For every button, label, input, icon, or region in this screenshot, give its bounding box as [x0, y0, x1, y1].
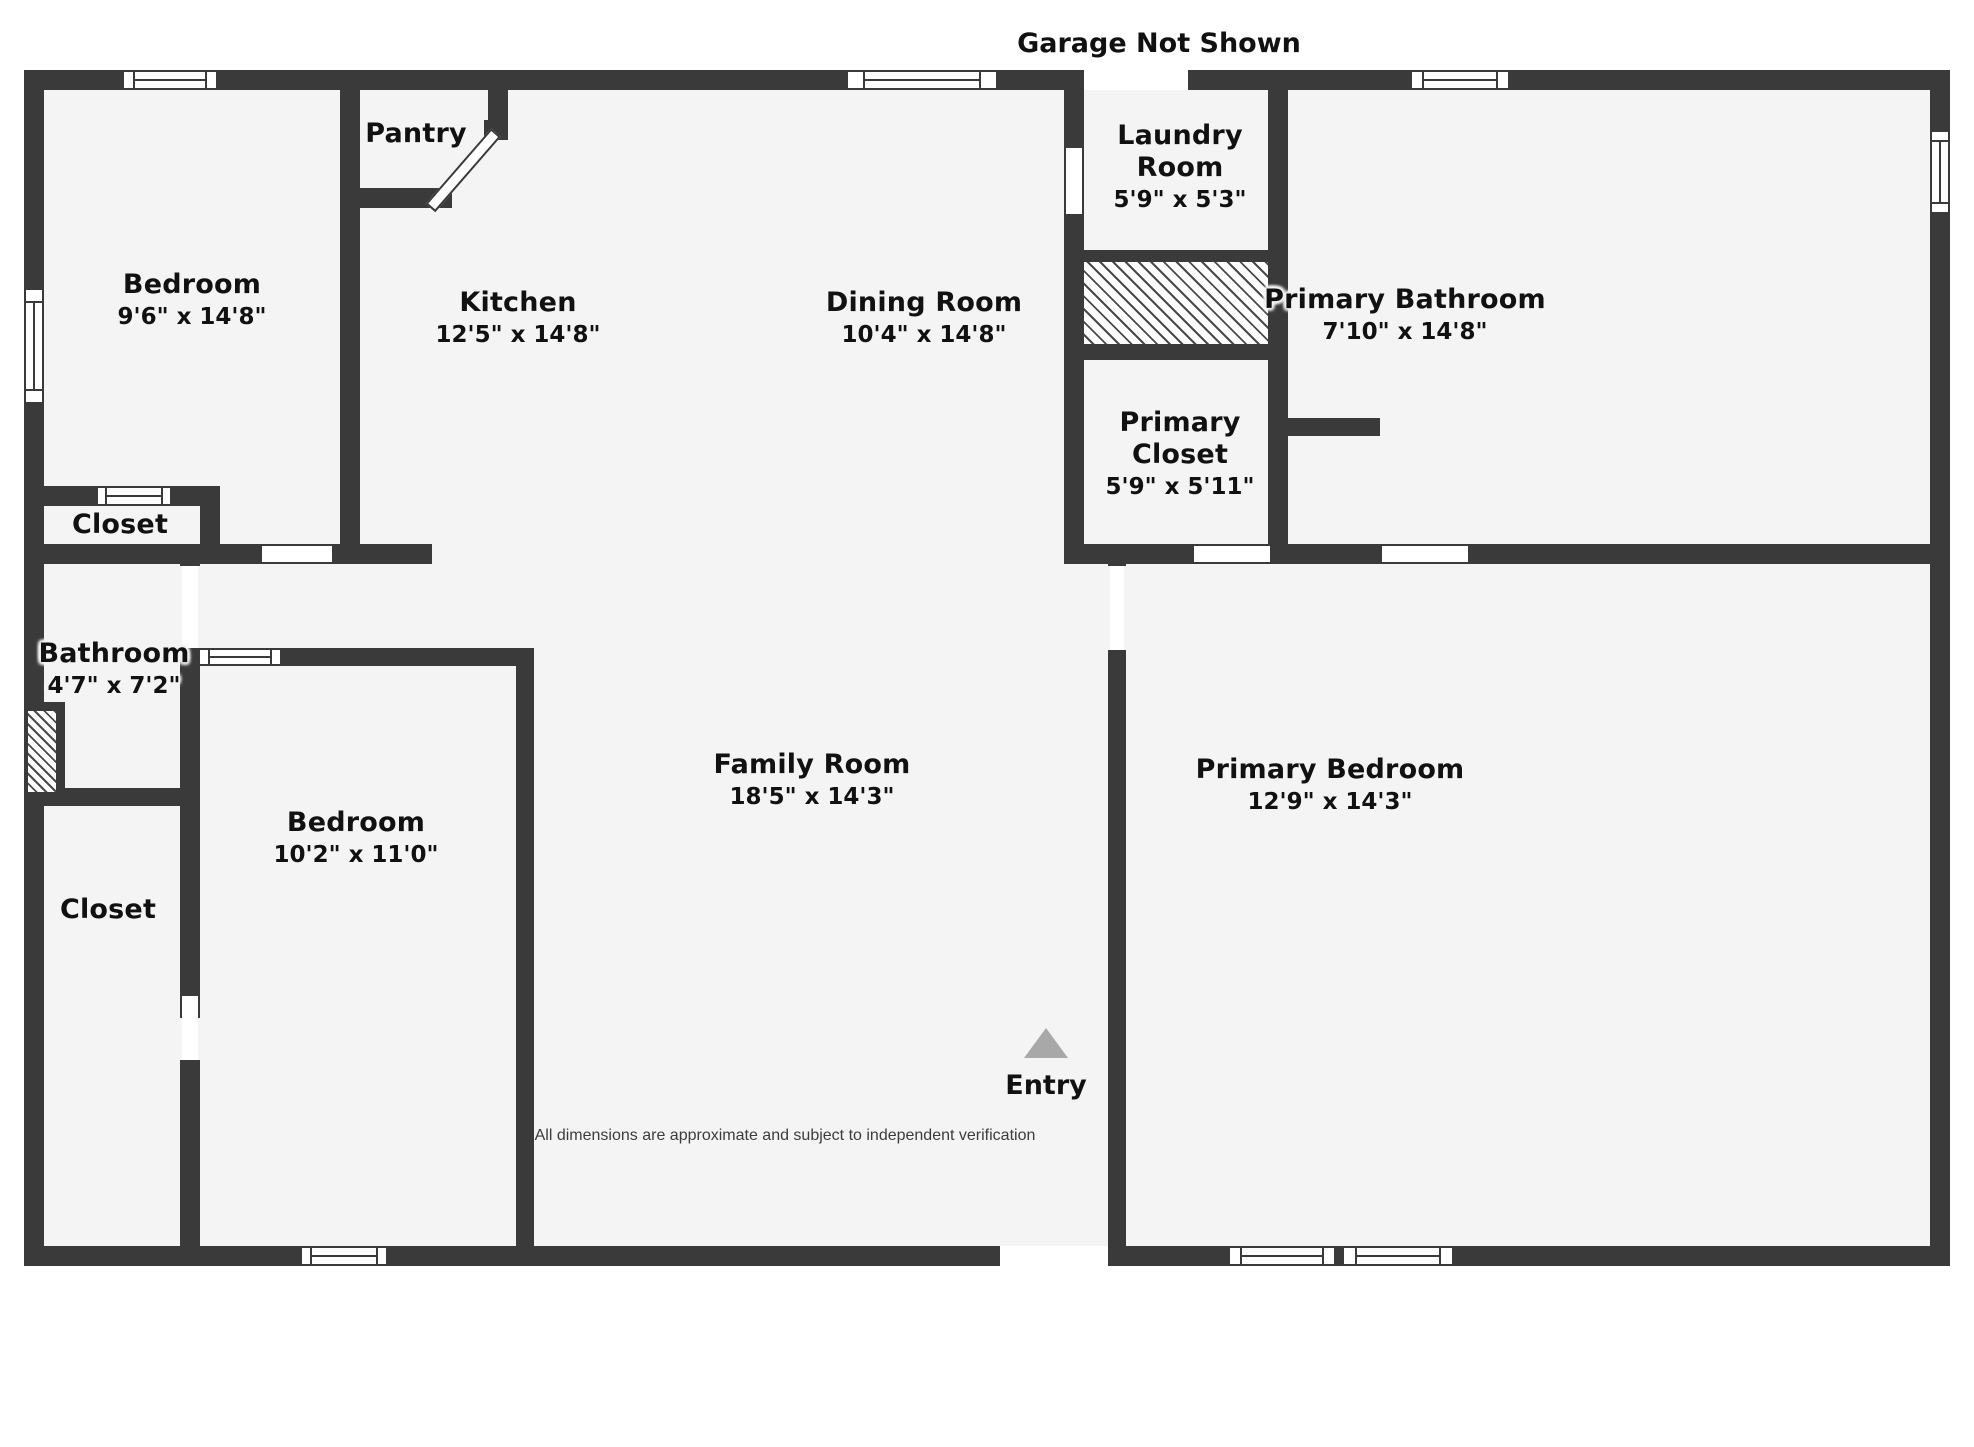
room-dimensions: 12'9" x 14'3"	[1247, 788, 1413, 815]
doorway-bedroom2[interactable]	[200, 650, 280, 664]
room-name: Bedroom	[122, 269, 262, 301]
window-bedroom2-bottom	[300, 1246, 388, 1266]
interior-wall-below-hatch	[1064, 344, 1288, 360]
garage-note: Garage Not Shown	[1017, 28, 1301, 59]
room-label-dining-room: Dining Room 10'4" x 14'8"	[826, 287, 1022, 349]
room-name: Closet	[59, 894, 157, 926]
doorway-bathroom[interactable]	[182, 566, 198, 650]
room-label-bedroom-2: Bedroom 10'2" x 11'0"	[274, 807, 439, 869]
interior-wall-bathroom-right-lower	[180, 648, 200, 796]
window-dining-top	[846, 70, 998, 90]
exterior-wall-right	[1930, 70, 1950, 1266]
window-primary-bed-bottom-right	[1342, 1246, 1454, 1266]
doorway-dining-to-laundry[interactable]	[1066, 148, 1082, 214]
entry-arrow-icon	[1024, 1028, 1068, 1058]
room-name: Bathroom	[38, 638, 190, 670]
window-primary-bath-top	[1410, 70, 1510, 90]
room-label-primary-closet: Primary Closet 5'9" x 5'11"	[1095, 407, 1265, 501]
room-label-primary-bedroom: Primary Bedroom 12'9" x 14'3"	[1196, 754, 1465, 816]
room-dimensions: 10'4" x 14'8"	[841, 321, 1007, 348]
room-name: Bedroom	[286, 807, 426, 839]
doorway-primary-bath-bottom[interactable]	[1382, 546, 1468, 562]
room-label-pantry: Pantry	[365, 118, 467, 150]
room-name: Pantry	[365, 118, 467, 150]
room-name: Dining Room	[825, 287, 1023, 319]
room-dimensions: 4'7" x 7'2"	[47, 672, 181, 699]
interior-wall-bedroom2-right	[516, 648, 534, 1266]
window-bedroom1-left	[24, 288, 44, 404]
room-label-closet-upper: Closet	[72, 509, 168, 541]
floor-fill-main-lower	[24, 548, 1950, 1266]
interior-wall-upper-band-bottom-right	[1064, 544, 1950, 564]
interior-wall-family-right-upper	[1108, 548, 1126, 566]
room-name: Primary Closet	[1119, 407, 1241, 470]
exterior-wall-bottom	[24, 1246, 1950, 1266]
room-dimensions: 18'5" x 14'3"	[729, 783, 895, 810]
interior-wall-pantry-bottom	[340, 188, 450, 208]
interior-wall-family-right-lower	[1108, 650, 1126, 1266]
room-label-kitchen: Kitchen 12'5" x 14'8"	[436, 287, 601, 349]
interior-wall-bathroom-right-upper	[180, 548, 200, 566]
window-primary-bed-bottom-left	[1228, 1246, 1336, 1266]
room-dimensions: 12'5" x 14'8"	[435, 321, 601, 348]
room-label-bathroom: Bathroom 4'7" x 7'2"	[38, 638, 189, 700]
interior-wall-dining-right	[1064, 70, 1084, 560]
interior-wall-pantry-right	[488, 70, 508, 132]
room-label-closet-lower: Closet	[60, 894, 156, 926]
laundry-appliance-hatch	[1084, 262, 1268, 346]
interior-wall-hall-left-bottom	[180, 1060, 200, 1266]
closet-upper-door[interactable]	[98, 488, 170, 504]
room-label-family-room: Family Room 18'5" x 14'3"	[714, 749, 911, 811]
interior-wall-primary-bath-stub	[1284, 418, 1380, 436]
interior-wall-closet-upper-bottom	[24, 544, 220, 564]
room-dimensions: 9'6" x 14'8"	[117, 303, 267, 330]
doorway-primary-bedroom[interactable]	[1110, 566, 1124, 654]
room-name: Laundry Room	[1117, 120, 1243, 183]
room-name: Family Room	[713, 749, 911, 781]
doorway-kitchen-to-hall[interactable]	[262, 546, 332, 562]
interior-wall-laundry-right	[1268, 70, 1288, 560]
bathroom-shower-frame-top	[24, 702, 64, 711]
doorway-closet-lower[interactable]	[182, 996, 198, 1062]
window-primary-bath-right	[1930, 130, 1950, 214]
entry-label: Entry	[1005, 1070, 1087, 1101]
room-label-laundry-room: Laundry Room 5'9" x 5'3"	[1100, 120, 1260, 214]
window-bedroom1-top	[122, 70, 218, 90]
room-dimensions: 10'2" x 11'0"	[273, 841, 439, 868]
interior-wall-bedroom1-right	[340, 70, 360, 552]
room-dimensions: 7'10" x 14'8"	[1322, 318, 1488, 345]
interior-wall-bathroom-bottom	[24, 788, 200, 806]
room-label-primary-bathroom: Primary Bathroom 7'10" x 14'8"	[1264, 284, 1546, 346]
doorway-primary-closet-bottom[interactable]	[1194, 546, 1270, 562]
interior-wall-hall-left	[180, 788, 200, 1018]
room-name: Kitchen	[459, 287, 577, 319]
room-name: Primary Bathroom	[1264, 284, 1546, 316]
room-name: Closet	[71, 509, 169, 541]
entry-door-opening[interactable]	[1000, 1246, 1116, 1266]
door-laundry-exterior-top[interactable]	[1084, 70, 1188, 90]
bathroom-shower-frame-right	[56, 702, 65, 796]
room-name: Primary Bedroom	[1195, 754, 1465, 786]
room-dimensions: 5'9" x 5'3"	[1113, 186, 1247, 213]
room-dimensions: 5'9" x 5'11"	[1105, 473, 1255, 500]
bathroom-shower-hatch	[28, 708, 56, 792]
disclaimer-note: All dimensions are approximate and subje…	[534, 1127, 1036, 1144]
room-label-bedroom-1: Bedroom 9'6" x 14'8"	[118, 269, 267, 331]
